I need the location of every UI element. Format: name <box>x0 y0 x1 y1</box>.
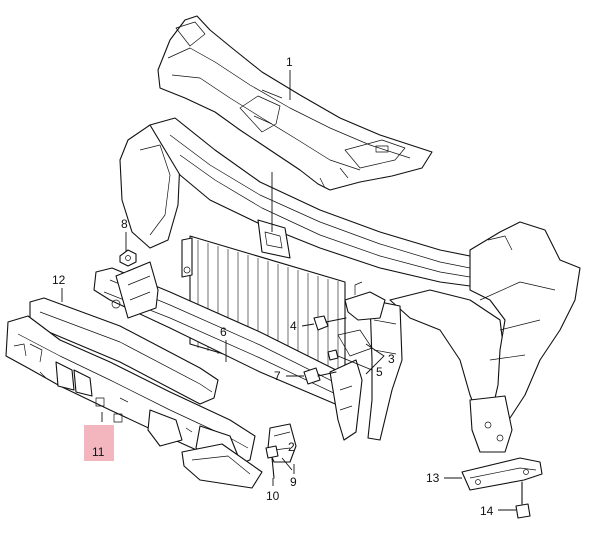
callout-13: 13 <box>426 471 440 485</box>
part-4-bolt <box>313 315 347 331</box>
callout-3: 3 <box>388 352 395 366</box>
callout-10: 10 <box>266 489 280 503</box>
callout-8: 8 <box>121 217 128 231</box>
part-13-bracket <box>461 457 543 491</box>
callout-4: 4 <box>290 319 297 333</box>
callout-7: 7 <box>274 369 281 383</box>
part-8-nut <box>119 249 137 267</box>
part-5-clip <box>327 349 339 361</box>
callout-14: 14 <box>480 504 494 518</box>
callout-labels: 1 2 3 4 5 6 7 8 9 10 11 12 13 14 <box>52 55 494 518</box>
callout-9: 9 <box>290 475 297 489</box>
fasteners <box>119 249 543 519</box>
callout-5: 5 <box>376 365 383 379</box>
callout-11-highlight <box>84 425 114 461</box>
part-11-energy-absorber <box>5 315 256 467</box>
part-6-reinforcement-bar <box>93 261 363 441</box>
callout-2: 2 <box>288 440 295 454</box>
part-1-cowl-panel <box>157 15 433 191</box>
callout-11: 11 <box>92 445 105 459</box>
leader-lines <box>61 70 516 511</box>
part-14-bolt <box>515 481 531 519</box>
callout-12: 12 <box>52 273 66 287</box>
part-7-bolt <box>303 367 337 385</box>
callout-6: 6 <box>220 325 227 339</box>
callout-1: 1 <box>286 55 293 69</box>
part-10-bolt <box>265 445 279 479</box>
